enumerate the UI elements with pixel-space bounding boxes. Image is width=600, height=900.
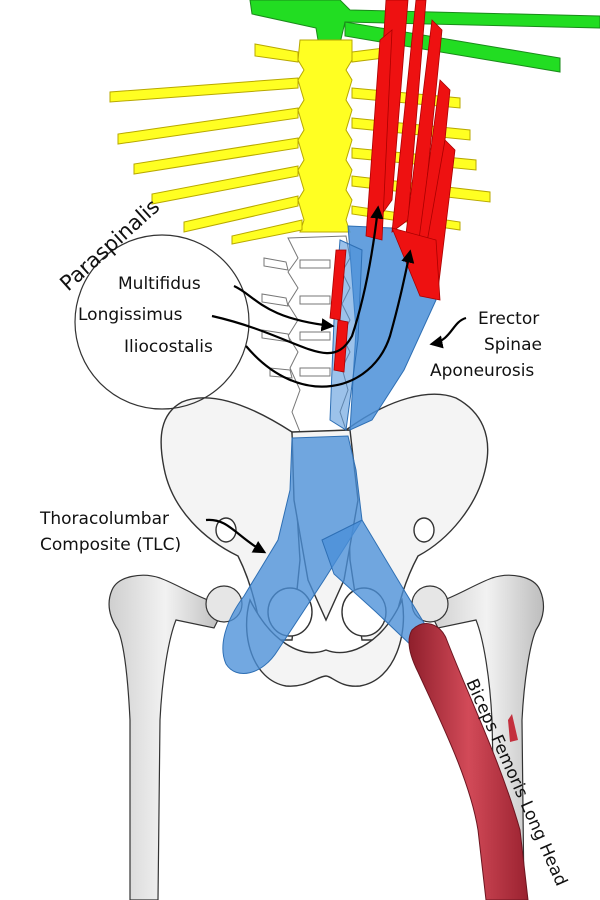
label-arrows — [205, 205, 467, 554]
iliocostalis-label: Iliocostalis — [124, 337, 213, 357]
iliocostalis-arrow — [245, 249, 415, 388]
erector-label-line2: Spinae — [484, 335, 542, 355]
paraspinalis-circle — [74, 234, 250, 410]
tlc-label-line1: Thoracolumbar — [39, 509, 169, 529]
longissimus-label: Longissimus — [78, 305, 183, 325]
multifidus-label: Multifidus — [118, 274, 201, 294]
erector-arrow — [429, 316, 467, 349]
multifidus-arrow — [233, 284, 335, 332]
tlc-arrow — [205, 518, 267, 554]
left-femur — [108, 574, 243, 900]
thoracolumbar-composite — [222, 435, 433, 674]
erector-label-line1: Erector — [478, 309, 539, 329]
biceps-femoris-long-head — [408, 623, 529, 900]
tlc-label-line2: Composite (TLC) — [40, 535, 181, 555]
erector-label-line3: Aponeurosis — [430, 361, 534, 381]
erector-spinae-fibers — [329, 0, 456, 373]
longissimus-arrow — [211, 205, 384, 355]
